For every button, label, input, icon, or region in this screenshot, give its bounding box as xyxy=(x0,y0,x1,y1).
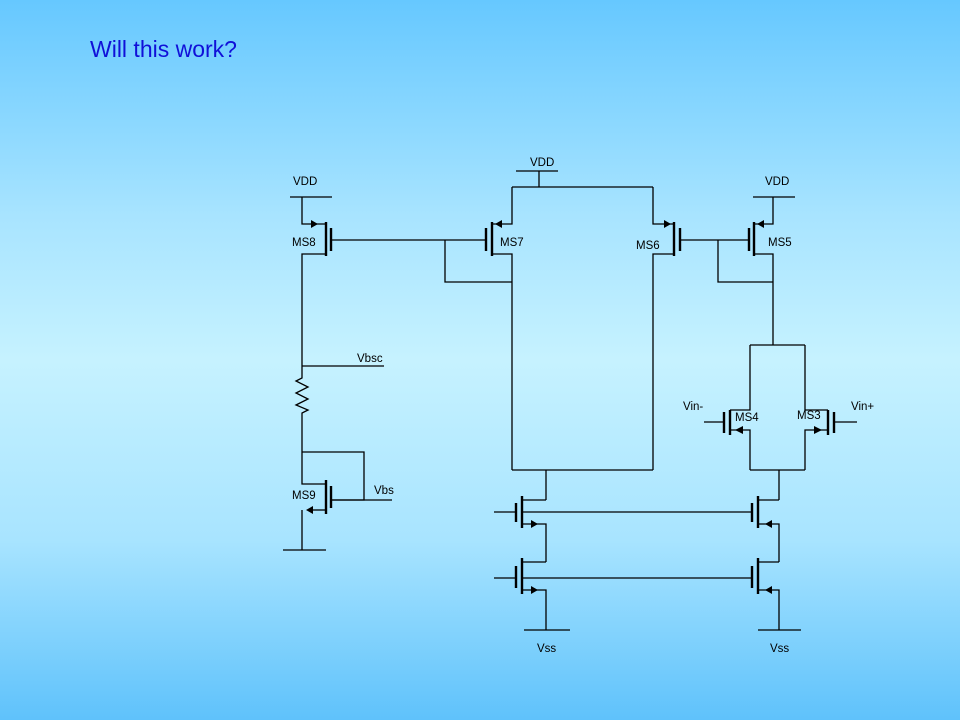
transistor-bottom-right-upper xyxy=(750,496,780,562)
ms6-source-arrow xyxy=(664,220,671,228)
ms5-source-arrow xyxy=(757,220,764,228)
transistor-ms9 xyxy=(283,451,365,551)
nmos-arrow-bl-upper xyxy=(531,520,538,528)
transistor-ms7 xyxy=(444,200,513,470)
nmos-arrow-br-upper xyxy=(765,520,772,528)
transistor-bottom-left-lower xyxy=(494,558,570,631)
ms9-source-arrow xyxy=(306,506,313,514)
transistor-ms3 xyxy=(804,345,857,470)
label-ms6: MS6 xyxy=(636,240,660,252)
transistor-bottom-left-upper xyxy=(494,496,547,562)
transistor-ms4 xyxy=(704,345,751,470)
transistor-ms6 xyxy=(652,187,682,470)
ms3-source-arrow xyxy=(814,426,822,434)
bias-resistor xyxy=(294,366,310,452)
ms7-source-arrow xyxy=(495,220,502,228)
label-vbsc: Vbsc xyxy=(357,353,383,365)
label-vin-minus: Vin- xyxy=(683,401,703,413)
label-ms4: MS4 xyxy=(735,412,759,424)
label-ms3: MS3 xyxy=(797,410,821,422)
vdd-rail-middle xyxy=(511,170,653,200)
label-vdd-left: VDD xyxy=(293,176,317,188)
label-ms7: MS7 xyxy=(500,237,524,249)
nmos-arrow-br-lower xyxy=(765,586,772,594)
ms8-source-arrow xyxy=(311,220,318,228)
label-vdd-middle: VDD xyxy=(530,157,554,169)
label-vbs: Vbs xyxy=(374,485,394,497)
label-vss-left: Vss xyxy=(537,643,556,655)
label-vss-right: Vss xyxy=(770,643,789,655)
transistor-ms5 xyxy=(717,196,795,345)
label-vin-plus: Vin+ xyxy=(851,401,874,413)
label-ms9: MS9 xyxy=(292,490,316,502)
label-vdd-right: VDD xyxy=(765,176,789,188)
label-ms5: MS5 xyxy=(768,237,792,249)
slide-title: Will this work? xyxy=(90,36,237,62)
label-ms8: MS8 xyxy=(292,237,316,249)
transistor-bottom-right-lower xyxy=(750,558,801,631)
transistor-ms8 xyxy=(290,196,333,366)
ms4-source-arrow xyxy=(735,426,743,434)
nmos-arrow-bl-lower xyxy=(531,586,538,594)
